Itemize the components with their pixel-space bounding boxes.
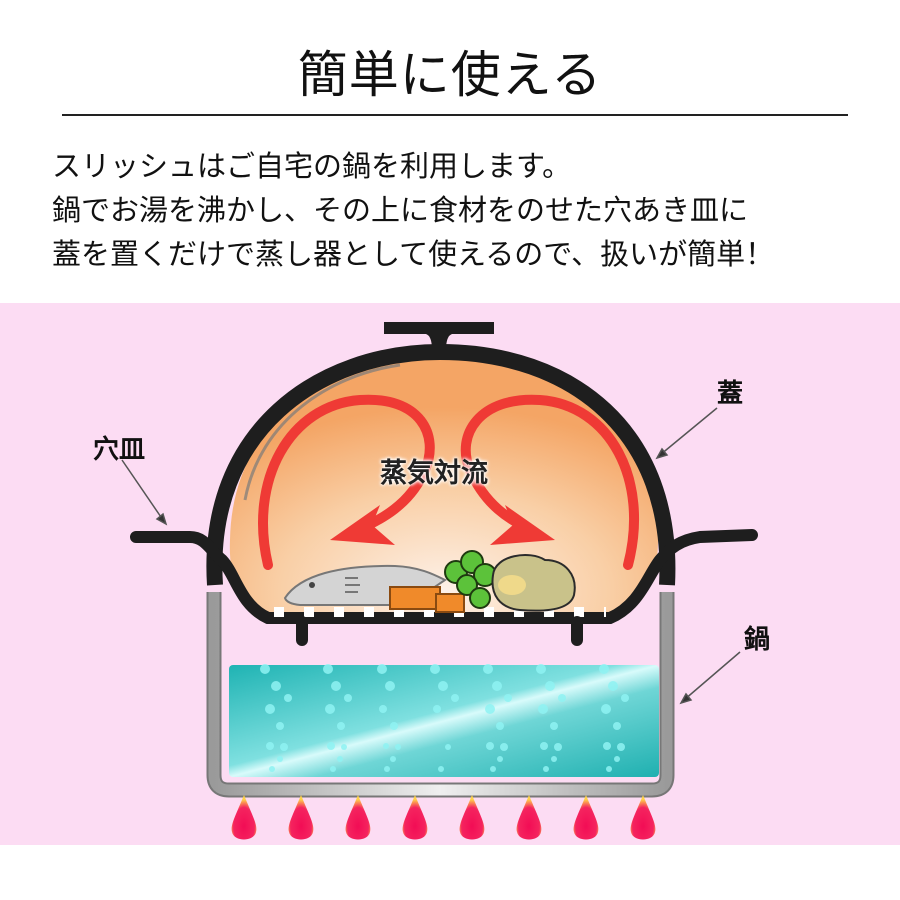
- description-line-3: 蓋を置くだけで蒸し器として使えるので、扱いが簡単！: [52, 237, 775, 271]
- description: スリッシュはご自宅の鍋を利用します。 鍋でお湯を沸かし、その上に食材をのせた穴あ…: [52, 144, 872, 276]
- description-line-2: 鍋でお湯を沸かし、その上に食材をのせた穴あき皿に: [52, 193, 749, 227]
- water-icon: [229, 665, 659, 777]
- steamer-illustration: [121, 322, 758, 840]
- steamer-diagram: 穴皿 蓋 鍋 蒸気対流: [0, 303, 900, 845]
- label-pot: 鍋: [744, 625, 771, 655]
- lid-knob: [384, 322, 494, 350]
- flame-icon: [231, 795, 656, 840]
- title-divider: [62, 114, 848, 116]
- steam-arrow-icon: [258, 394, 640, 570]
- bubbles: [260, 664, 629, 772]
- description-line-1: スリッシュはご自宅の鍋を利用します。: [52, 149, 572, 183]
- label-steam-convection: 蒸気対流: [380, 458, 488, 489]
- page-title: 簡単に使える: [297, 46, 603, 104]
- perforated-plate-icon: [130, 529, 758, 646]
- carrot-icon: [389, 586, 465, 613]
- label-lid: 蓋: [717, 379, 744, 409]
- leader-arrows: [121, 407, 741, 705]
- lid-interior: [229, 355, 659, 618]
- pot-icon: [206, 592, 675, 798]
- lid-icon: [206, 343, 676, 586]
- label-plate: 穴皿: [93, 435, 146, 465]
- potato-icon: [491, 554, 576, 612]
